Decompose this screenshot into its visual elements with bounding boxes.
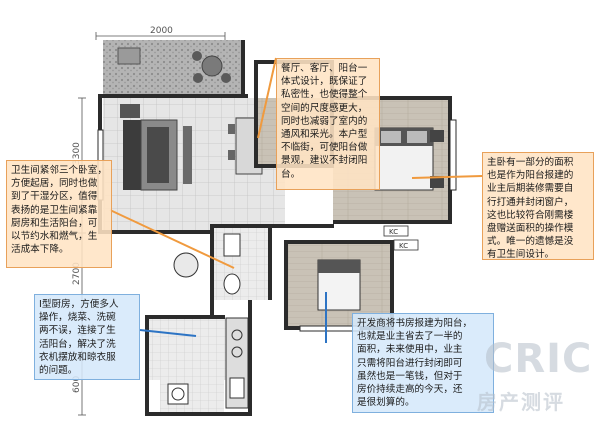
callout-balcony: 餐厅、客厅、阳台一 体式设计，既保证了 私密性，也使得整个 空间的尺度感更大， …: [276, 58, 380, 190]
balcony-furniture: [117, 47, 231, 83]
callout-kitchen: I型厨房，方便多人 操作，烧菜、洗碗 两不误，连接了生 活阳台，解决了洗 衣机摆…: [34, 294, 140, 380]
dimension-top: 2000: [150, 26, 173, 36]
ac-tag-lower-label: KC: [399, 242, 408, 250]
study-bed: [317, 259, 361, 311]
bathroom-fixtures: [173, 233, 241, 295]
leader-bathroom: [109, 209, 235, 269]
ac-tag-upper: KC: [383, 225, 409, 237]
ac-tag-upper-label: KC: [389, 228, 398, 236]
washer: [167, 383, 189, 405]
sofa-set: [120, 104, 192, 191]
kitchen-counter: [225, 317, 249, 409]
leader-lines: [109, 57, 483, 343]
dimension-left-lower: 600: [72, 376, 82, 393]
master-bed: [374, 127, 444, 191]
callout-bathroom: 卫生间紧邻三个卧室， 方便起居，同时也做 到了干湿分区，值得 表扬的是卫生间紧靠…: [6, 160, 112, 268]
watermark-subtitle: 房产测评: [477, 390, 565, 414]
kitchen-floor: [148, 318, 226, 380]
callout-study: 开发商将书房报建为阳台， 也就是业主省去了一半的 面积，未来使用中，业主 只需将…: [352, 313, 494, 413]
dimension-left-upper: 3300: [72, 142, 82, 165]
bathroom-floor: [213, 228, 270, 300]
ac-tag-lower: KC: [393, 239, 419, 251]
leader-kitchen: [139, 329, 197, 337]
watermark-brand: CRIC: [484, 336, 593, 382]
leader-balcony: [257, 57, 277, 139]
leader-master: [411, 175, 483, 179]
dimension-left-middle: 2700: [72, 262, 82, 285]
callout-master-bedroom: 主卧有一部分的面积 也是作为阳台报建的 业主后期装修需要自 行打通并封闭窗户， …: [482, 152, 594, 260]
